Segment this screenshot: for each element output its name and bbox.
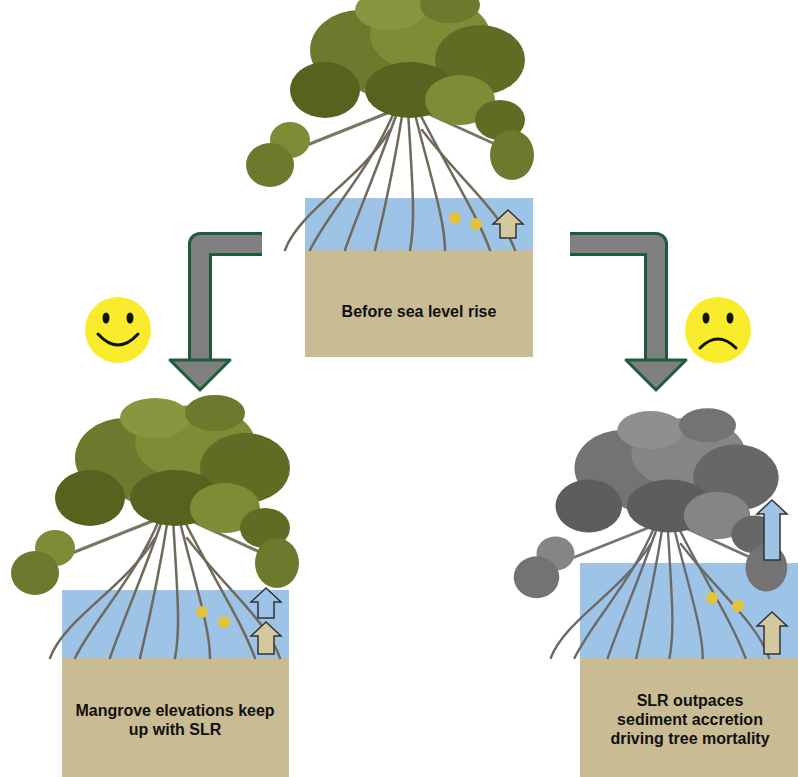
arrow-outline xyxy=(570,244,656,362)
arrow-head xyxy=(626,360,686,390)
sea-level-arrow xyxy=(251,588,281,618)
frown xyxy=(700,339,736,348)
mangrove-tree xyxy=(246,0,534,250)
arrow-outline xyxy=(200,244,262,362)
sediment xyxy=(62,658,289,777)
eye xyxy=(703,313,710,324)
text-area: Before sea level rise xyxy=(310,268,528,354)
sediment-particle xyxy=(196,606,208,618)
happy-face xyxy=(85,297,151,363)
panel-label: SLR outpaces sediment accretion driving … xyxy=(605,691,775,748)
accretion-arrow xyxy=(251,622,281,654)
eye xyxy=(127,313,134,324)
bent-arrow xyxy=(170,244,262,390)
face xyxy=(85,297,151,363)
dead-mangrove-tree xyxy=(514,408,788,658)
panel-node: SLR outpaces sediment accretion driving … xyxy=(548,390,798,777)
mangrove-tree xyxy=(11,395,299,658)
sediment-particle xyxy=(470,218,482,230)
sad-face xyxy=(685,297,751,363)
bent-arrow xyxy=(570,244,686,390)
accretion-arrow xyxy=(493,210,523,238)
arrow-head xyxy=(170,360,230,390)
panel-node: Before sea level rise xyxy=(262,0,570,357)
sediment xyxy=(580,658,798,777)
eye xyxy=(103,313,110,324)
sediment-particle xyxy=(449,212,461,224)
accretion-arrow xyxy=(757,612,787,654)
arrow-body xyxy=(570,244,656,362)
sediment-particle xyxy=(706,592,718,604)
panel-label: Mangrove elevations keep up with SLR xyxy=(75,701,275,739)
sediment-particle xyxy=(732,600,744,612)
text-area: SLR outpaces sediment accretion driving … xyxy=(605,664,775,774)
smile xyxy=(98,334,138,345)
panel-node: Mangrove elevations keep up with SLR xyxy=(10,390,300,777)
face xyxy=(685,297,751,363)
sea-level-arrow xyxy=(757,500,787,560)
panel-label: Before sea level rise xyxy=(342,302,497,321)
sediment-particle xyxy=(218,616,230,628)
arrow-body xyxy=(200,244,262,362)
text-area: Mangrove elevations keep up with SLR xyxy=(75,670,275,770)
eye xyxy=(727,313,734,324)
sediment xyxy=(305,250,533,357)
